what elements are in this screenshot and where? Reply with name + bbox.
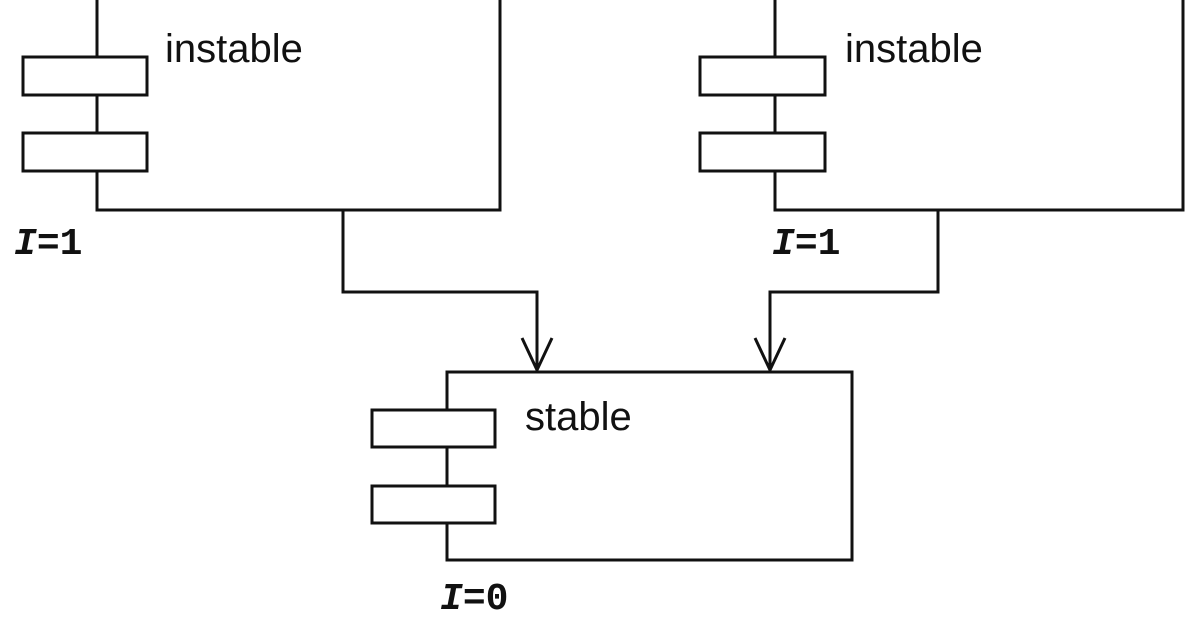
component-stable: stable I=0 [370, 370, 854, 621]
instability-metric: I=0 [440, 578, 508, 621]
component-port [370, 408, 497, 449]
dependency-arrow-left [341, 210, 554, 374]
component-body [445, 370, 854, 562]
component-instable-right: instable I=1 [698, 0, 1185, 266]
component-port [370, 484, 497, 525]
arrowhead-icon [520, 337, 554, 374]
instability-metric: I=1 [14, 223, 82, 266]
component-port [698, 131, 827, 173]
component-body [95, 0, 502, 212]
arrowhead-icon [753, 337, 787, 374]
component-port [21, 131, 149, 173]
component-port [698, 55, 827, 97]
component-label: stable [525, 395, 632, 439]
component-body [773, 0, 1185, 212]
instability-metric: I=1 [772, 223, 840, 266]
component-label: instable [845, 27, 983, 71]
component-port [21, 55, 149, 97]
component-instable-left: instable I=1 [14, 0, 502, 266]
dependency-arrow-right [753, 210, 940, 374]
component-label: instable [165, 27, 303, 71]
